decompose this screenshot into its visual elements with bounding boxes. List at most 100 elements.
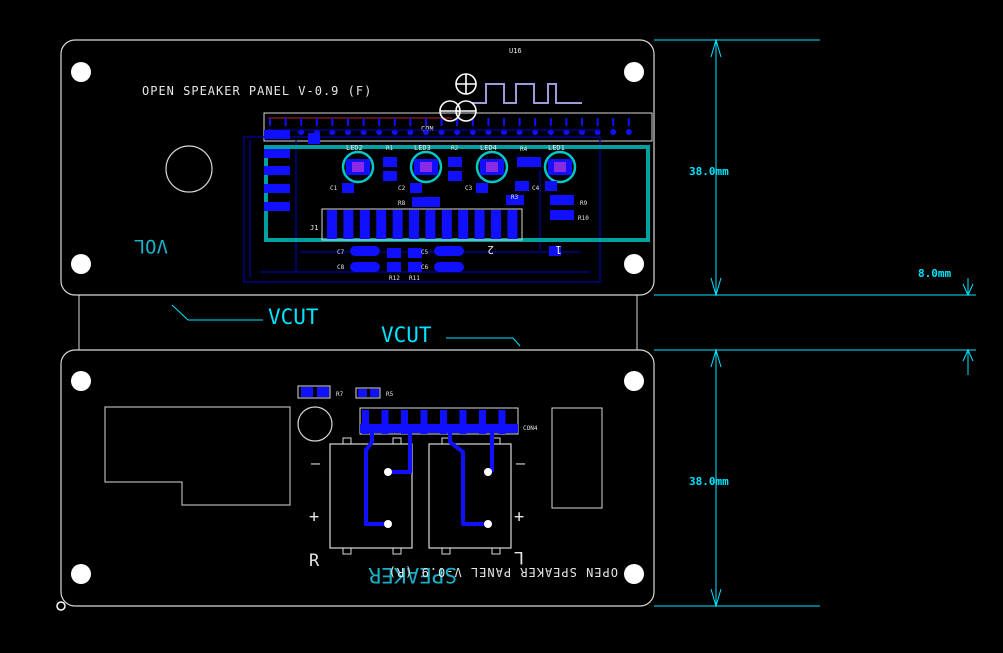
origin-marker [56, 601, 66, 611]
con4-pin [362, 410, 369, 434]
silk-label-r11: R11 [409, 275, 420, 282]
j1-pin [491, 210, 501, 239]
speaker-traces [364, 432, 494, 526]
bus-traces [243, 129, 601, 283]
led-group: LED2 LED3 LED4 LED1 [341, 144, 577, 184]
silk-label-r1: R1 [386, 145, 394, 152]
polarity-plus-left: + [309, 507, 319, 527]
con4-pin [401, 410, 408, 434]
jack-hole [297, 406, 333, 442]
bottom-board[interactable]: CON4 – – + + R [56, 349, 655, 611]
u16-label: U16 [509, 47, 522, 55]
j1-label: J1 [310, 224, 318, 232]
silk-label-r9: R9 [580, 200, 588, 207]
j1-pin [392, 210, 403, 239]
silk-label-c1: C1 [330, 185, 338, 192]
silk-label-r7: R7 [336, 391, 344, 398]
led-led3: LED3 [409, 144, 443, 184]
vcut-region: VCUT VCUT [78, 295, 638, 350]
vol-mark-1: 1 [555, 243, 562, 256]
vol-label: VOL [134, 235, 168, 257]
con4-pin [420, 410, 428, 434]
j1-pin [458, 210, 469, 239]
side-pads [264, 130, 320, 211]
j1-pin [409, 210, 419, 239]
silk-label-c2: C2 [398, 185, 406, 192]
bottom-title: OPEN SPEAKER PANEL V-0.9 (R) [388, 565, 618, 579]
component-pads [342, 157, 574, 220]
silk-label-c4: C4 [532, 185, 540, 192]
j1-pin [376, 210, 387, 239]
vcut-label-2: VCUT [381, 323, 432, 347]
con4-connector [359, 407, 519, 435]
mounting-hole [71, 62, 91, 82]
header-pad [610, 129, 617, 135]
capsule-pads [350, 246, 561, 272]
polarity-minus-right: – [516, 454, 526, 472]
top-title: OPEN SPEAKER PANEL V-0.9 (F) [142, 84, 372, 98]
silk-label-r2: R2 [451, 145, 459, 152]
led-label: LED3 [414, 144, 431, 152]
mounting-hole [624, 564, 644, 584]
con4-pin [498, 410, 506, 434]
silk-label-r3: R3 [511, 194, 519, 201]
dimension-lines [654, 38, 976, 608]
mounting-hole [624, 371, 644, 391]
speaker-terminal-r [329, 437, 413, 555]
mounting-hole [624, 254, 644, 274]
top-board[interactable]: OPEN SPEAKER PANEL V-0.9 (F) U16 VOL CON [60, 39, 655, 398]
dimension-top: 38.0mm [689, 165, 729, 178]
silk-label-r5: R5 [386, 391, 394, 398]
silk-label-r10: R10 [578, 215, 589, 222]
con4-pin [381, 410, 389, 434]
j1-pin [474, 210, 485, 239]
j1-pin [359, 210, 370, 239]
led-led2: LED2 [341, 144, 375, 184]
volume-knob-hole [165, 145, 213, 193]
con4-label: CON4 [523, 425, 538, 432]
con4-pin [479, 410, 486, 434]
side-cutout [551, 407, 603, 509]
vcut-label-1: VCUT [268, 305, 319, 329]
silk-label-c8: C8 [337, 264, 345, 271]
terminal-pins [384, 468, 492, 528]
speaker-terminal-l [428, 437, 512, 555]
led-label: LED2 [346, 144, 363, 152]
con4-pin [440, 410, 447, 434]
speaker-label: SPEAKER [368, 563, 457, 587]
silk-label-r8: R8 [398, 200, 406, 207]
header-strip [263, 112, 653, 142]
battery-cutout [104, 406, 291, 506]
con-label: CON [421, 125, 434, 133]
j1-pin [327, 210, 337, 239]
led-label: LED1 [548, 144, 565, 152]
silk-label-r4: R4 [520, 146, 528, 153]
polarity-plus-right: + [514, 507, 524, 527]
mounting-hole [624, 62, 644, 82]
j1-pin [343, 210, 354, 239]
silk-label-c5: C5 [421, 249, 429, 256]
led-led4: LED4 [475, 144, 509, 184]
channel-r-label: R [309, 551, 320, 571]
vol-mark-2: 2 [487, 243, 494, 256]
j1-pin [425, 210, 436, 239]
header-pad [625, 129, 632, 135]
con4-pin [459, 410, 467, 434]
silk-label-r12: R12 [389, 275, 400, 282]
j1-connector [321, 208, 523, 241]
polarity-minus-left: – [311, 454, 321, 472]
waveform-trace [472, 83, 582, 104]
silk-label-c3: C3 [465, 185, 473, 192]
channel-l-label: L [514, 547, 524, 567]
led-label: LED4 [480, 144, 497, 152]
dimension-gap: 8.0mm [918, 267, 951, 280]
mounting-hole [71, 564, 91, 584]
j1-pin [507, 210, 518, 239]
fiducial-symbol [439, 73, 477, 122]
dimension-bottom: 38.0mm [689, 475, 729, 488]
mounting-hole [71, 371, 91, 391]
j1-pin [441, 210, 452, 239]
led-led1: LED1 [543, 144, 577, 184]
